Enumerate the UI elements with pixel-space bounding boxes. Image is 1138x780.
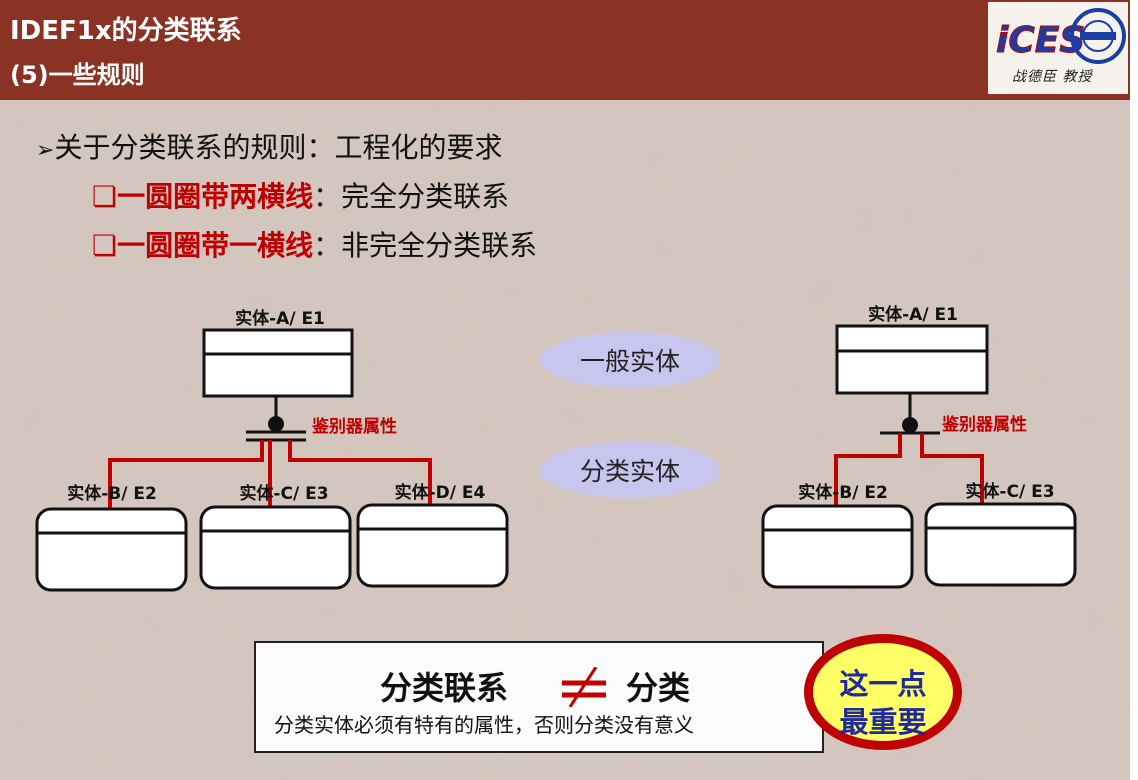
left-entity-c-box	[199, 505, 352, 590]
right-entity-c-box	[924, 502, 1077, 587]
rule-item-1: ❏一圆圈带两横线：完全分类联系	[92, 180, 510, 213]
right-category-2-label: 实体-C/ E3	[965, 481, 1054, 502]
right-edge	[1130, 0, 1138, 780]
left-entity-a-box	[202, 328, 354, 398]
importance-badge: 这一点 最重要	[804, 634, 962, 750]
left-category-2-label: 实体-C/ E3	[239, 483, 328, 504]
not-equal-icon	[562, 667, 606, 707]
general-entity-ellipse	[540, 332, 720, 388]
general-entity-text: 一般实体	[580, 347, 680, 376]
right-discriminator-label: 鉴别器属性	[941, 414, 1027, 435]
left-diagram: 实体-A/ E1 鉴别器属性 实体-B/ E2 实体-C/ E3 实体-D/ E…	[35, 308, 509, 592]
left-entity-d-box	[356, 503, 509, 588]
right-entity-a-box	[835, 324, 989, 395]
left-category-1-label: 实体-B/ E2	[67, 483, 157, 504]
arrow-bullet-icon: ➢	[36, 138, 55, 163]
summary-left-term: 分类联系	[380, 669, 509, 707]
left-discriminator-circle	[268, 416, 284, 432]
left-discriminator-label: 鉴别器属性	[311, 416, 397, 437]
checkbox-bullet-icon: ❏	[92, 180, 118, 213]
right-entity-b-box	[761, 504, 914, 589]
summary-right-term: 分类	[626, 669, 691, 707]
right-general-entity-label: 实体-A/ E1	[868, 304, 958, 325]
left-category-3-label: 实体-D/ E4	[395, 482, 486, 503]
summary-note: 分类实体必须有特有的属性，否则分类没有意义	[274, 713, 694, 737]
left-general-entity-label: 实体-A/ E1	[235, 308, 325, 329]
summary-box: 分类联系 分类 分类实体必须有特有的属性，否则分类没有意义	[254, 641, 824, 753]
checkbox-bullet-icon: ❏	[92, 229, 118, 262]
right-category-1-label: 实体-B/ E2	[798, 482, 888, 503]
rule-item-2: ❏一圆圈带一横线：非完全分类联系	[92, 229, 538, 262]
left-entity-b-box	[35, 507, 188, 592]
page-subtitle: (5)一些规则	[10, 61, 145, 89]
logo: iCES iCES	[988, 2, 1128, 94]
page-title: IDEF1x的分类联系	[10, 16, 242, 46]
category-entity-text: 分类实体	[580, 457, 680, 486]
right-discriminator-circle	[902, 417, 918, 433]
badge-line-1: 这一点	[839, 667, 927, 701]
category-entity-ellipse	[540, 442, 720, 498]
author-label: 战德臣 教授	[1012, 69, 1093, 85]
badge-line-2: 最重要	[839, 705, 927, 739]
right-diagram: 实体-A/ E1 鉴别器属性 实体-B/ E2 实体-C/ E3	[761, 304, 1077, 589]
rule-intro: ➢关于分类联系的规则：工程化的要求	[36, 131, 503, 164]
header-bar: IDEF1x的分类联系 (5)一些规则	[0, 0, 1130, 100]
